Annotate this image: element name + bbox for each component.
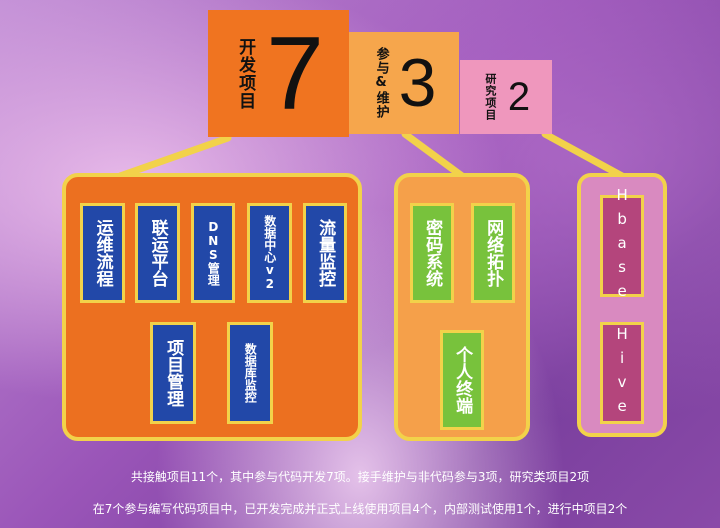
- item-datacenter-v2: 数据中心v2: [247, 203, 292, 303]
- connector-res: [541, 130, 626, 180]
- stat-maint-label: 参与&维护: [373, 47, 389, 119]
- item-database-monitor: 数据库监控: [227, 322, 273, 424]
- connector-dev: [116, 134, 232, 180]
- stat-maint-projects: 参与&维护 3: [349, 32, 459, 134]
- caption-summary: 共接触项目11个，其中参与代码开发7项。接手维护与非代码参与3项，研究类项目2项: [130, 470, 590, 484]
- item-personal-terminal: 个人终端: [440, 330, 484, 430]
- item-network-topology: 网络拓扑: [471, 203, 515, 303]
- stat-research-label: 研究项目: [483, 73, 497, 121]
- connector-maint: [401, 130, 466, 180]
- item-project-management: 项目管理: [150, 322, 196, 424]
- item-hbase: Hbase: [600, 186, 644, 306]
- stat-dev-projects: 开发项目 7: [208, 10, 349, 137]
- item-joint-platform: 联运平台: [135, 203, 180, 303]
- item-hive: Hive: [600, 322, 644, 424]
- stat-research-value: 2: [507, 75, 531, 119]
- item-traffic-monitor: 流量监控: [303, 203, 347, 303]
- stat-dev-value: 7: [266, 15, 324, 132]
- stat-maint-value: 3: [398, 45, 437, 121]
- stat-dev-label: 开发项目: [235, 37, 256, 110]
- item-password-system: 密码系统: [410, 203, 454, 303]
- caption-status: 在7个参与编写代码项目中，已开发完成并正式上线使用项目4个，内部测试使用1个，进…: [92, 502, 628, 516]
- item-dns-management: DNS管理: [191, 203, 235, 303]
- item-ops-workflow: 运维流程: [80, 203, 125, 303]
- stat-research-projects: 研究项目 2: [460, 60, 552, 134]
